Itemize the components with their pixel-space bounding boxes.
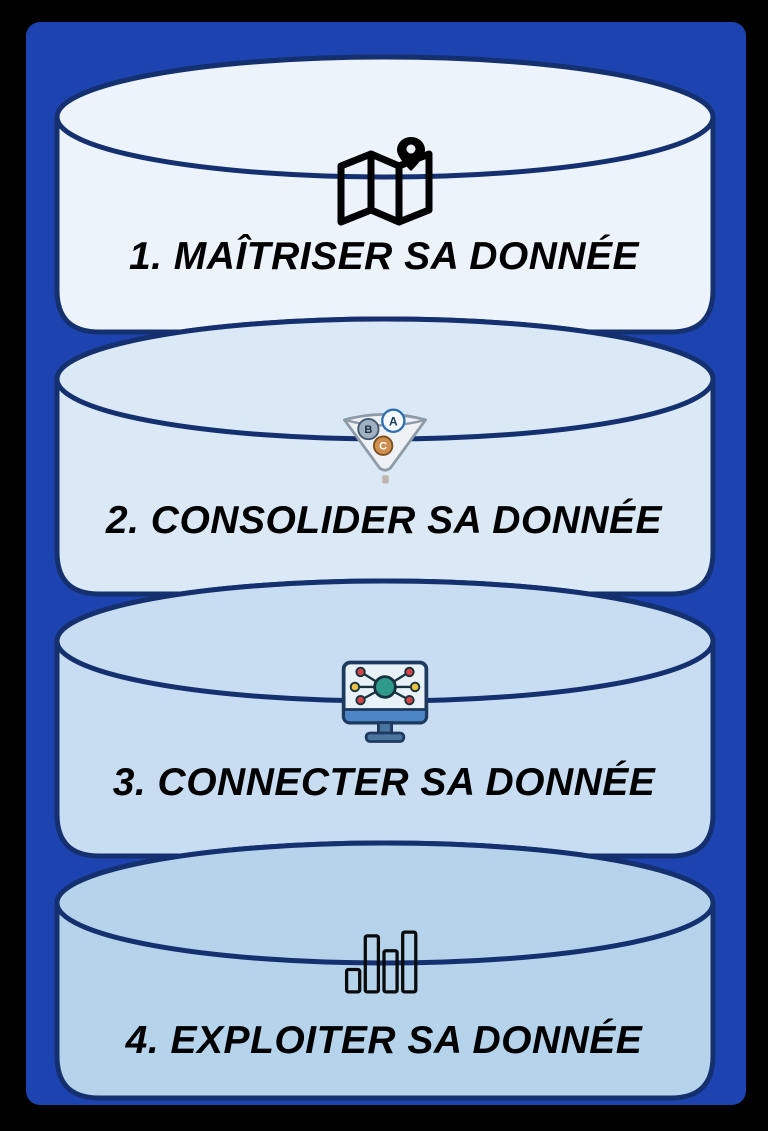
location-pin-hole <box>406 144 416 154</box>
location-pin <box>397 137 425 171</box>
monitor-bottom-bar <box>342 708 428 725</box>
funnel-circle-a <box>381 408 406 433</box>
network-hub-node <box>373 675 397 699</box>
funnel-circle-b <box>357 418 380 441</box>
map-pin-icon <box>332 136 438 232</box>
layer-3-label: 3. CONNECTER SA DONNÉE <box>112 761 656 804</box>
monitor-stand-neck <box>377 721 393 735</box>
layer-4-label: 4. EXPLOITER SA DONNÉE <box>125 1019 643 1062</box>
bar-chart-icon <box>341 926 427 998</box>
cylinder-lid-1 <box>54 54 716 180</box>
funnel-circle-c <box>373 435 394 456</box>
bar-chart-bars <box>344 930 418 994</box>
layer-1-label: 1. MAÎTRISER SA DONNÉE <box>128 235 640 278</box>
funnel-drop <box>382 475 389 484</box>
network-nodes <box>349 666 421 706</box>
cylinder-layer-1 <box>54 54 716 335</box>
map-outline <box>337 150 433 226</box>
funnel-circle-c-label: C <box>379 441 387 453</box>
funnel-circle-a-label: A <box>389 415 398 429</box>
network-monitor-icon <box>338 656 432 748</box>
funnel-circle-b-label: B <box>364 424 372 436</box>
funnel-abc-icon: B A C <box>337 394 433 490</box>
monitor-stand-base <box>364 731 406 743</box>
layer-2-label: 2. CONSOLIDER SA DONNÉE <box>105 499 663 542</box>
